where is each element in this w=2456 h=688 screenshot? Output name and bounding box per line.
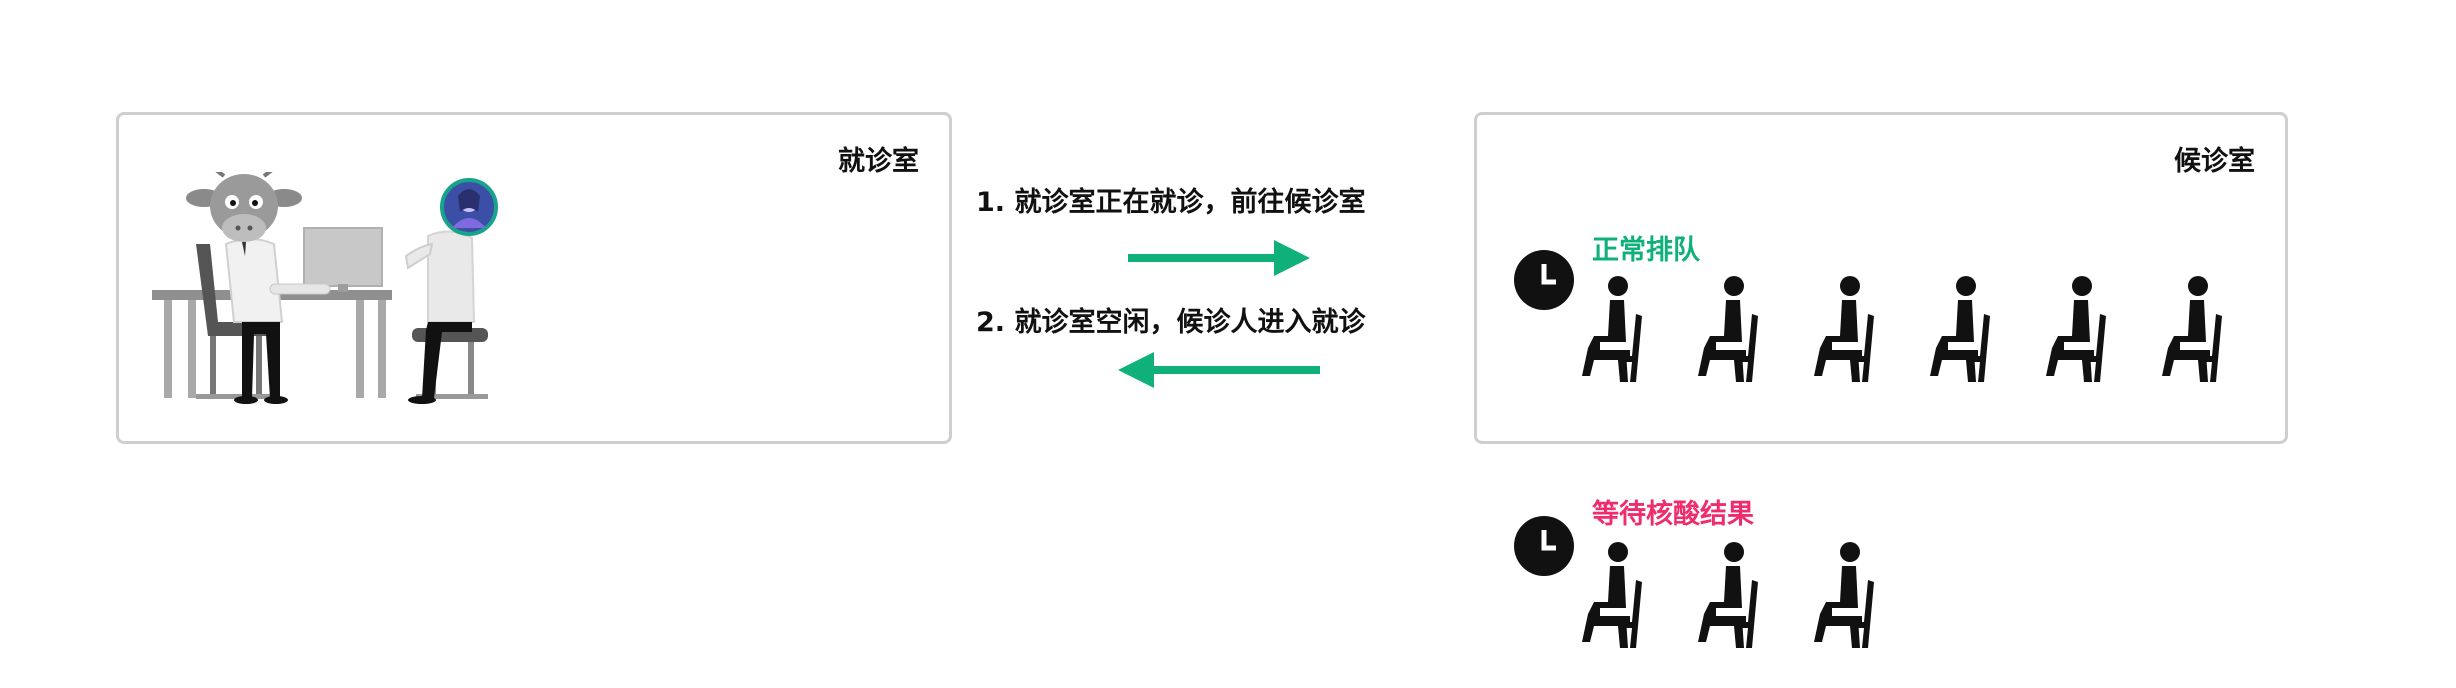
monitor-icon <box>303 227 383 287</box>
arrow-right-icon <box>1128 240 1310 276</box>
normal-queue-label: 正常排队 <box>1592 235 1700 266</box>
consult-room-title: 就诊室 <box>838 146 919 177</box>
seated-person-icon <box>1696 542 1812 648</box>
step-1-text: 1. 就诊室正在就诊，前往候诊室 <box>976 187 1366 218</box>
waiting-room-title: 候诊室 <box>2174 146 2255 177</box>
seated-person-icon <box>1696 276 1812 382</box>
seated-person-icon <box>1580 276 1696 382</box>
seated-person-icon <box>2044 276 2160 382</box>
desk-leg-left2 <box>188 300 196 398</box>
waiting-room-box: 候诊室 <box>1474 112 2288 444</box>
seated-person-icon <box>1812 542 1928 648</box>
desk-leg-left <box>164 300 172 398</box>
patient-body <box>427 230 476 323</box>
normal-queue-seats <box>1580 276 2276 382</box>
seated-person-icon <box>2160 276 2276 382</box>
clock-icon <box>1514 250 1574 310</box>
monitor-stand <box>338 284 348 292</box>
desk-leg-right <box>356 300 364 398</box>
seated-person-icon <box>1812 276 1928 382</box>
seated-person-icon <box>1580 542 1696 648</box>
waiting-test-queue-seats <box>1580 542 1928 648</box>
doctor-consultation-illustration <box>152 172 488 404</box>
arrow-left-icon <box>1118 352 1320 388</box>
patient-avatar <box>440 178 498 236</box>
doctor-coat <box>224 238 284 323</box>
seated-person-icon <box>1928 276 2044 382</box>
desk-leg-right2 <box>378 300 386 398</box>
step-2-text: 2. 就诊室空闲，候诊人进入就诊 <box>976 307 1366 338</box>
clock-icon <box>1514 516 1574 576</box>
doctor-chair <box>196 244 270 336</box>
waiting-test-queue-label: 等待核酸结果 <box>1592 499 1754 530</box>
